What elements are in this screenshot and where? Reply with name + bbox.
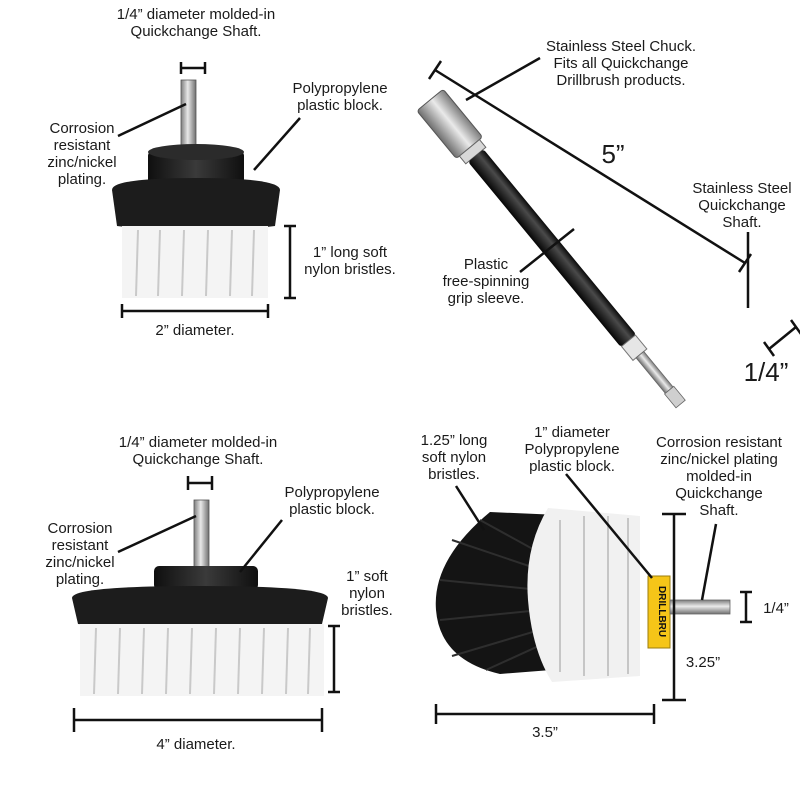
small-brush-diameter-label: 2” diameter. xyxy=(155,322,235,339)
cone-brush xyxy=(435,508,731,682)
large-brush-diameter-label: 4” diameter. xyxy=(156,736,236,753)
cone-brush-block-print: DRILLBRU xyxy=(656,586,667,638)
large-brush-block-label: Polypropylene plastic block. xyxy=(284,484,380,518)
small-brush-shaft-label: 1/4” diameter molded-in Quickchange Shaf… xyxy=(116,6,276,40)
cone-brush-block-label: 1” diameter Polypropylene plastic block. xyxy=(524,424,620,475)
large-brush-bristle-label: 1” soft nylon bristles. xyxy=(341,568,393,619)
small-brush xyxy=(112,79,280,298)
large-brush xyxy=(72,499,328,696)
extension-shaft-label: Stainless Steel Quickchange Shaft. xyxy=(692,180,792,231)
large-brush-shaft xyxy=(193,499,210,573)
small-brush-block-label: Polypropylene plastic block. xyxy=(292,80,388,114)
cone-brush-width-label: 3.5” xyxy=(532,724,558,741)
large-brush-block xyxy=(72,586,328,628)
small-brush-callouts xyxy=(117,62,301,318)
extension-shaft-size-label: 1/4” xyxy=(743,357,789,387)
large-brush-shaft-label: 1/4” diameter molded-in Quickchange Shaf… xyxy=(118,434,278,468)
extension-callouts xyxy=(427,56,800,357)
extension xyxy=(417,89,686,409)
cone-brush-white-shading xyxy=(559,516,629,676)
extension-length-label: 5” xyxy=(601,139,625,169)
extension-grip-label: Plastic free-spinning grip sleeve. xyxy=(442,256,530,307)
large-brush-callouts xyxy=(72,476,340,732)
cone-brush-height-label: 3.25” xyxy=(685,654,721,671)
cone-brush-callouts xyxy=(434,473,752,724)
small-brush-block xyxy=(112,178,280,231)
cone-brush-shaft xyxy=(669,599,731,615)
cone-brush-shaft-size-label: 1/4” xyxy=(763,600,789,617)
extension-hex-tip xyxy=(663,385,686,409)
cone-brush-bristle-label: 1.25” long soft nylon bristles. xyxy=(420,432,488,483)
extension-grip-sleeve xyxy=(469,150,635,346)
large-brush-hub xyxy=(154,566,258,590)
large-brush-bristle-shading xyxy=(93,627,311,695)
extension-shaft xyxy=(635,350,674,394)
small-brush-plating-label: Corrosion resistant zinc/nickel plating. xyxy=(47,120,117,188)
large-brush-plating-label: Corrosion resistant zinc/nickel plating. xyxy=(45,520,115,588)
small-brush-hub-top xyxy=(148,144,244,160)
cone-brush-plating-label: Corrosion resistant zinc/nickel plating … xyxy=(656,434,782,519)
extension-chuck-label: Stainless Steel Chuck. Fits all Quickcha… xyxy=(545,38,697,89)
small-brush-bristle-label: 1” long soft nylon bristles. xyxy=(304,244,396,278)
small-brush-bristle-shading xyxy=(135,229,255,297)
small-brush-bristles xyxy=(122,226,268,298)
